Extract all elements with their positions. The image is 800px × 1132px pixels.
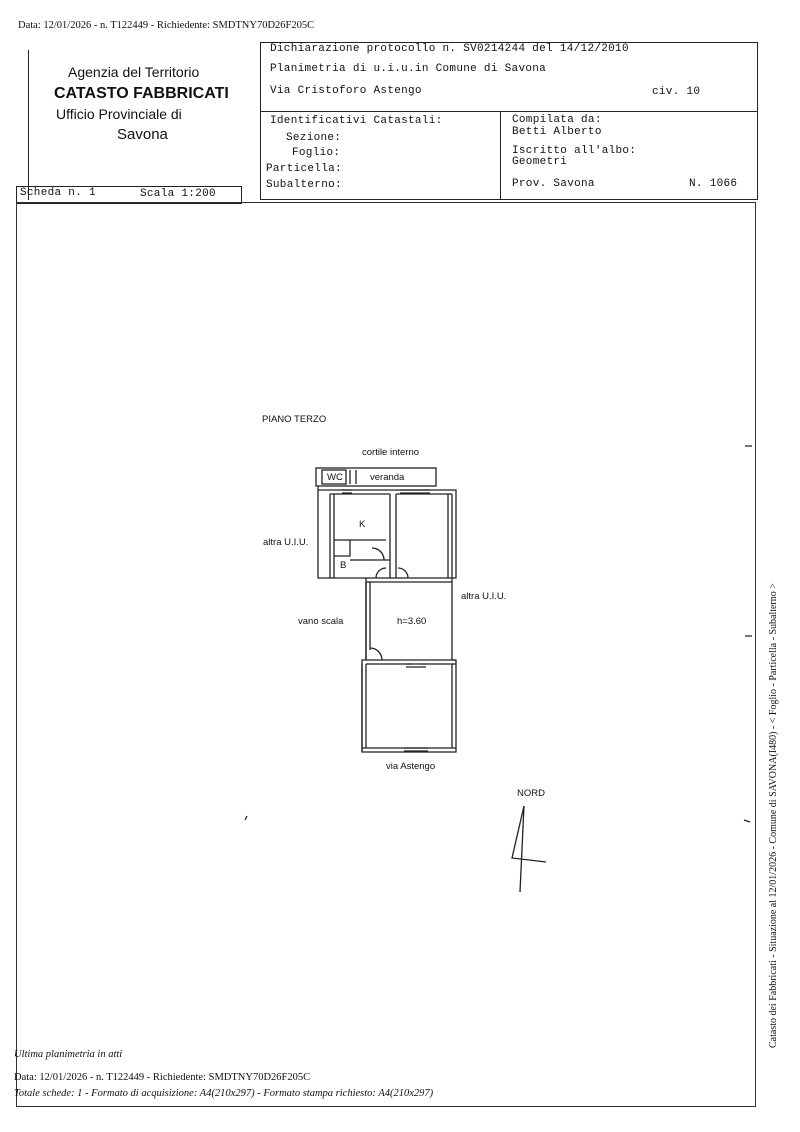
scala-label: Scala 1:200 — [140, 188, 216, 200]
veranda-outline — [315, 467, 437, 487]
dichiarazione-line: Dichiarazione protocollo n. SV0214244 de… — [270, 43, 629, 55]
agency-ufficio: Ufficio Provinciale di — [56, 106, 182, 122]
foglio-label: Foglio: — [292, 147, 341, 159]
room-b-label: B — [340, 560, 347, 571]
room-k-label: K — [359, 519, 366, 530]
altra-uiu-left: altra U.I.U. — [263, 537, 309, 548]
ultima-planimetria: Ultima planimetria in atti — [14, 1049, 123, 1060]
veranda-label: veranda — [370, 472, 405, 483]
header-divider — [260, 111, 757, 112]
north-arrow-lines — [511, 805, 547, 863]
header-vertical-divider — [500, 111, 501, 199]
request-line: Data: 12/01/2026 - n. T122449 - Richiede… — [18, 20, 315, 31]
subalterno-label: Subalterno: — [266, 179, 342, 191]
vano-scala-label: vano scala — [298, 616, 344, 627]
header-frame — [260, 42, 758, 200]
wc-outline — [321, 469, 347, 485]
wc-label: WC — [327, 472, 343, 483]
albo-value: Geometri — [512, 156, 568, 168]
address-line: Via Cristoforo Astengo — [270, 85, 422, 97]
agency-name: Agenzia del Territorio — [68, 64, 200, 80]
cortile-label: cortile interno — [362, 447, 420, 458]
scheda-label: Scheda n. 1 — [20, 187, 96, 199]
civic-number: civ. 10 — [652, 86, 701, 98]
side-situazione-text: Catasto dei Fabbricati - Situazione al 1… — [768, 583, 779, 1048]
north-arrow-shaft — [519, 805, 525, 893]
particella-label: Particella: — [266, 163, 342, 175]
sezione-label: Sezione: — [286, 132, 342, 144]
identificativi-title: Identificativi Catastali: — [270, 115, 443, 127]
agency-left-border — [28, 50, 29, 200]
drawing-frame — [16, 202, 756, 1107]
room-height-label: h=3.60 — [397, 616, 427, 627]
altra-uiu-right: altra U.I.U. — [461, 591, 507, 602]
compilata-title: Compilata da: — [512, 114, 602, 126]
iscrizione-number: N. 1066 — [689, 178, 738, 190]
iscritto-label: Iscritto all'albo: — [512, 145, 637, 157]
street-label: via Astengo — [386, 761, 436, 772]
provincia: Prov. Savona — [512, 178, 595, 190]
piano-label: PIANO TERZO — [262, 414, 327, 425]
footer-totale-line: Totale schede: 1 - Formato di acquisizio… — [14, 1088, 434, 1099]
planimetria-line: Planimetria di u.i.u.in Comune di Savona — [270, 63, 547, 75]
agency-city: Savona — [117, 126, 168, 143]
footer-data-line: Data: 12/01/2026 - n. T122449 - Richiede… — [14, 1072, 311, 1083]
north-label: NORD — [517, 788, 545, 799]
agency-catasto: CATASTO FABBRICATI — [54, 85, 229, 102]
compilata-name: Betti Alberto — [512, 126, 602, 138]
scheda-frame — [16, 186, 242, 204]
